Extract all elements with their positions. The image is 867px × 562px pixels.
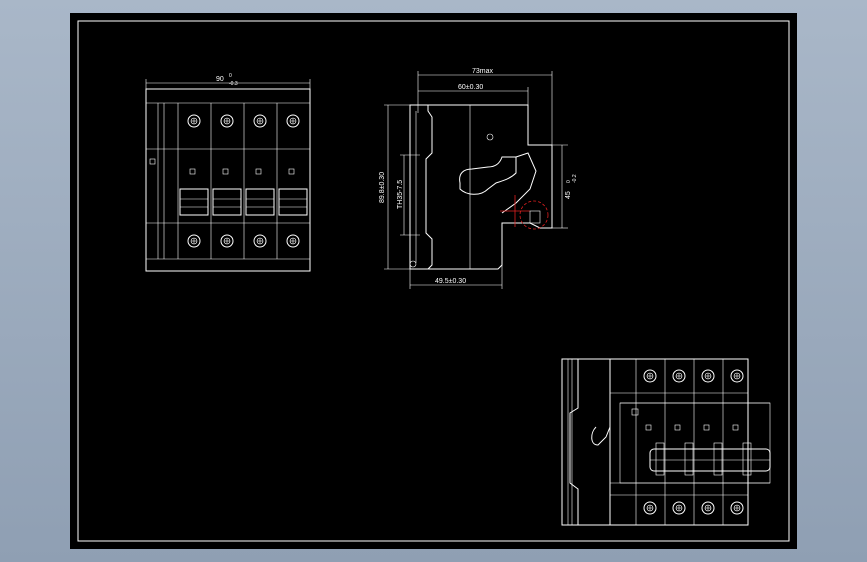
- side-rail-dim: TH35-7.5: [397, 180, 404, 209]
- iso-side-face: [561, 358, 579, 526]
- iso-pole-window: [732, 424, 739, 431]
- side-right-dim: 45: [565, 191, 572, 199]
- side-top-dim: 60±0.30: [458, 84, 483, 91]
- side-center-mark: [500, 195, 549, 230]
- side-view: 73max 60±0.30 89.8±0.30 TH35-7.5 45 0 -0…: [379, 68, 578, 289]
- front-view: 90 0 -0.3: [145, 73, 311, 272]
- iso-terminal-top: [672, 369, 686, 383]
- cad-viewport[interactable]: 90 0 -0.3 73max 60±0.30 89.8±0.30: [70, 13, 797, 549]
- iso-pole-window: [674, 424, 681, 431]
- iso-terminal-top: [730, 369, 744, 383]
- iso-pole-toggle: [684, 442, 694, 476]
- iso-terminal-bottom: [730, 501, 744, 515]
- iso-pole-toggle: [713, 442, 723, 476]
- side-right-tol-lower: -0.2: [572, 174, 578, 183]
- iso-terminal-top: [643, 369, 657, 383]
- iso-pole-toggle: [655, 442, 665, 476]
- side-screw-bottom: [409, 260, 417, 268]
- iso-hook: [591, 426, 611, 446]
- front-pole-window: [288, 168, 295, 175]
- iso-view: [561, 358, 771, 526]
- side-handle: [459, 156, 517, 195]
- side-overall-dim: 73max: [472, 68, 494, 75]
- front-width-tol-upper: 0: [229, 73, 232, 79]
- front-terminal-top: [220, 114, 234, 128]
- iso-pole-window: [703, 424, 710, 431]
- front-terminal-bottom: [286, 234, 300, 248]
- iso-terminal-bottom: [672, 501, 686, 515]
- cad-drawing: 90 0 -0.3 73max 60±0.30 89.8±0.30: [77, 20, 790, 542]
- front-pole-window: [255, 168, 262, 175]
- front-terminal-top: [187, 114, 201, 128]
- front-terminal-bottom: [253, 234, 267, 248]
- iso-terminal-bottom: [701, 501, 715, 515]
- front-terminal-bottom: [187, 234, 201, 248]
- front-width-label: 90: [216, 76, 224, 83]
- front-width-tol-lower: -0.3: [229, 81, 238, 87]
- side-body-outline: [409, 104, 433, 270]
- front-pole-handle: [278, 188, 308, 216]
- iso-front-face: [609, 358, 749, 526]
- front-pole-handle: [245, 188, 275, 216]
- iso-pole-toggle: [742, 442, 752, 476]
- front-pole-handle: [179, 188, 209, 216]
- iso-pole-window: [645, 424, 652, 431]
- front-pole-window: [189, 168, 196, 175]
- side-screw-top: [486, 133, 494, 141]
- front-pole-handle: [212, 188, 242, 216]
- side-base-dim: 49.5±0.30: [435, 278, 466, 285]
- side-lever: [501, 152, 537, 214]
- side-right-tol-upper: 0: [566, 180, 572, 183]
- front-terminal-top: [253, 114, 267, 128]
- drawing-frame: [77, 20, 790, 542]
- front-terminal-top: [286, 114, 300, 128]
- iso-terminal-bottom: [643, 501, 657, 515]
- side-height-dim: 89.8±0.30: [379, 172, 386, 203]
- iso-terminal-top: [701, 369, 715, 383]
- front-pole-window: [222, 168, 229, 175]
- front-terminal-bottom: [220, 234, 234, 248]
